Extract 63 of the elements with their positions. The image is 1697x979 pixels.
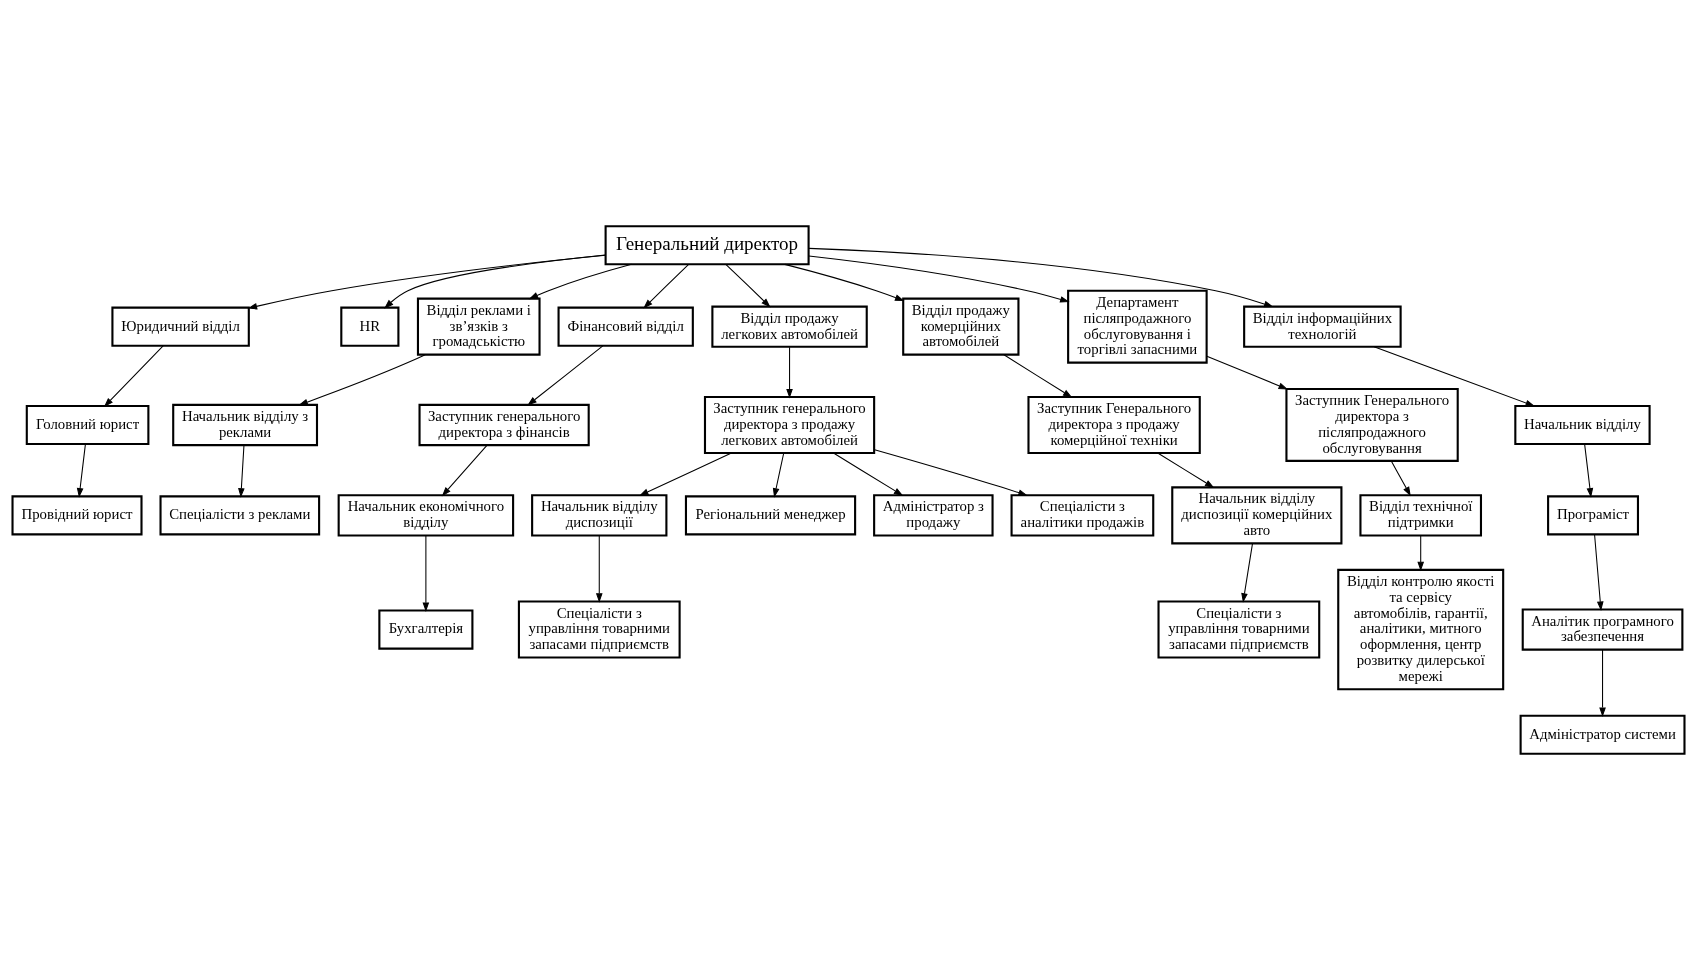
node-box: Департамент післяпродажного обслуговування і торгівлі запасними: [1067, 289, 1208, 364]
node-box: Відділ продажу легкових автомобілей: [711, 305, 868, 348]
node-box: Фінансовий відділ: [557, 306, 694, 347]
arrow: [238, 444, 245, 498]
arrow: [643, 263, 690, 309]
arrow: [1594, 533, 1604, 611]
arrow: [808, 247, 1274, 307]
node-box: Провідний юрист: [11, 494, 143, 535]
arrow: [1584, 443, 1594, 498]
node-box: Заступник Генерального директора з післяпродажного обслуговування: [1285, 387, 1459, 462]
node-box: Відділ технічної підтримки: [1359, 493, 1483, 536]
arrow: [298, 353, 426, 405]
arrow: [384, 253, 606, 309]
node-box: Відділ інформаційних технологій: [1243, 305, 1402, 348]
node-box: Начальник економічного відділу: [337, 493, 515, 536]
node-box: Регіональний менеджер: [684, 494, 857, 535]
node-box: Адміністратор системи: [1519, 714, 1686, 755]
arrow: [76, 443, 86, 498]
arrow: [1417, 534, 1425, 571]
arrow: [422, 534, 430, 612]
node-box: Спеціалісти з реклами: [159, 494, 321, 535]
node-box: Спеціалісти з аналітики продажів: [1010, 493, 1155, 536]
arrow: [725, 263, 771, 307]
node-box: Заступник генерального директора з фінансів: [418, 403, 590, 446]
arrow: [1373, 345, 1535, 406]
node-box: Відділ контролю якості та сервісу автомобілів, гарантії, аналітики, митного оформлення, центр розвитку дилерської мережі: [1337, 568, 1505, 690]
node-box: Заступник генерального директора з продажу легкових автомобілей: [703, 395, 876, 454]
node-box: HR: [340, 306, 400, 347]
arrow: [808, 254, 1070, 303]
arrow: [1241, 542, 1253, 603]
arrow: [527, 344, 604, 406]
arrow: [1206, 355, 1289, 389]
arrow: [784, 263, 905, 301]
arrow: [1003, 353, 1073, 398]
node-box: Заступник Генерального директора з продажу комерційної техніки: [1027, 395, 1201, 454]
node-box: Програміст: [1547, 494, 1639, 535]
arrow: [772, 452, 785, 498]
arrow: [1157, 452, 1215, 488]
node-box: Відділ реклами і зв’язків з громадськістю: [416, 297, 541, 356]
arrow: [247, 254, 607, 310]
node-box: Головний юрист: [25, 404, 150, 445]
arrow: [832, 452, 904, 496]
arrow: [786, 346, 793, 398]
arrow: [103, 344, 164, 407]
arrow: [1599, 648, 1606, 717]
arrow: [874, 448, 1028, 496]
arrow: [639, 452, 732, 496]
node-box: Спеціалісти з управління товарними запасами підприємств: [517, 599, 681, 659]
arrow: [441, 444, 488, 496]
node-box: Спеціалісти з управління товарними запасами підприємств: [1157, 599, 1321, 659]
node-box: Аналітик програмного забезпечення: [1521, 607, 1684, 651]
node-box: Начальник відділу диспозиції: [531, 493, 668, 536]
node-box: Начальник відділу: [1514, 404, 1651, 445]
node-box: Начальник відділу з реклами: [172, 403, 319, 446]
arrow: [528, 263, 633, 299]
node-box: Адміністратор з продажу: [873, 493, 994, 536]
node-box: Бухгалтерія: [378, 608, 474, 650]
arrow: [1390, 459, 1411, 496]
node-box: Відділ продажу комерційних автомобілей: [902, 297, 1020, 356]
arrow: [595, 534, 603, 603]
node-box: Начальник відділу диспозиції комерційних авто: [1171, 485, 1343, 544]
node-box: Юридичний відділ: [111, 306, 250, 347]
node-box: Генеральний директор: [604, 224, 810, 265]
